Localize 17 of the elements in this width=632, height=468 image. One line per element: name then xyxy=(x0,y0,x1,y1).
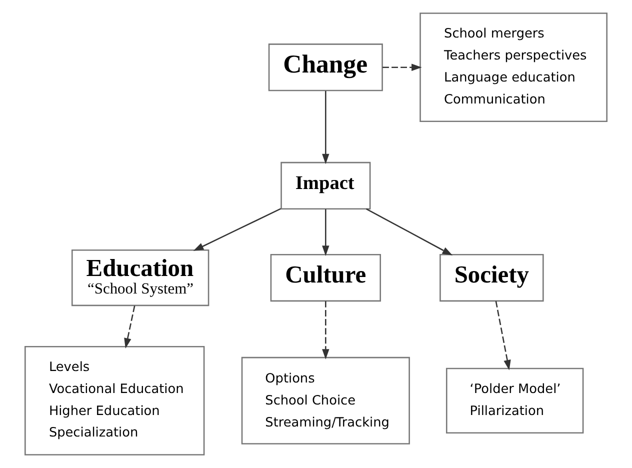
arrow xyxy=(382,64,422,71)
node-box: Levels Vocational Education Higher Education Specialization xyxy=(24,346,205,456)
arrow xyxy=(193,208,282,251)
node-box: Options School Choice Streaming/Tracking xyxy=(241,356,410,444)
arrow xyxy=(495,301,511,370)
arrow xyxy=(124,306,136,348)
node-box: Impact xyxy=(280,162,371,210)
node-box: Education “School System” xyxy=(71,249,210,306)
node-box: Change xyxy=(268,44,383,92)
node-box: School mergers Teachers perspectives Language education Communication xyxy=(420,12,608,122)
node-box: Culture xyxy=(270,254,381,302)
arrow xyxy=(322,209,330,256)
node-box: Society xyxy=(440,254,544,302)
arrow xyxy=(366,208,453,256)
arrow xyxy=(322,301,330,360)
arrow xyxy=(322,90,330,164)
node-box: ‘Polder Model’ Pillarization xyxy=(446,368,584,434)
